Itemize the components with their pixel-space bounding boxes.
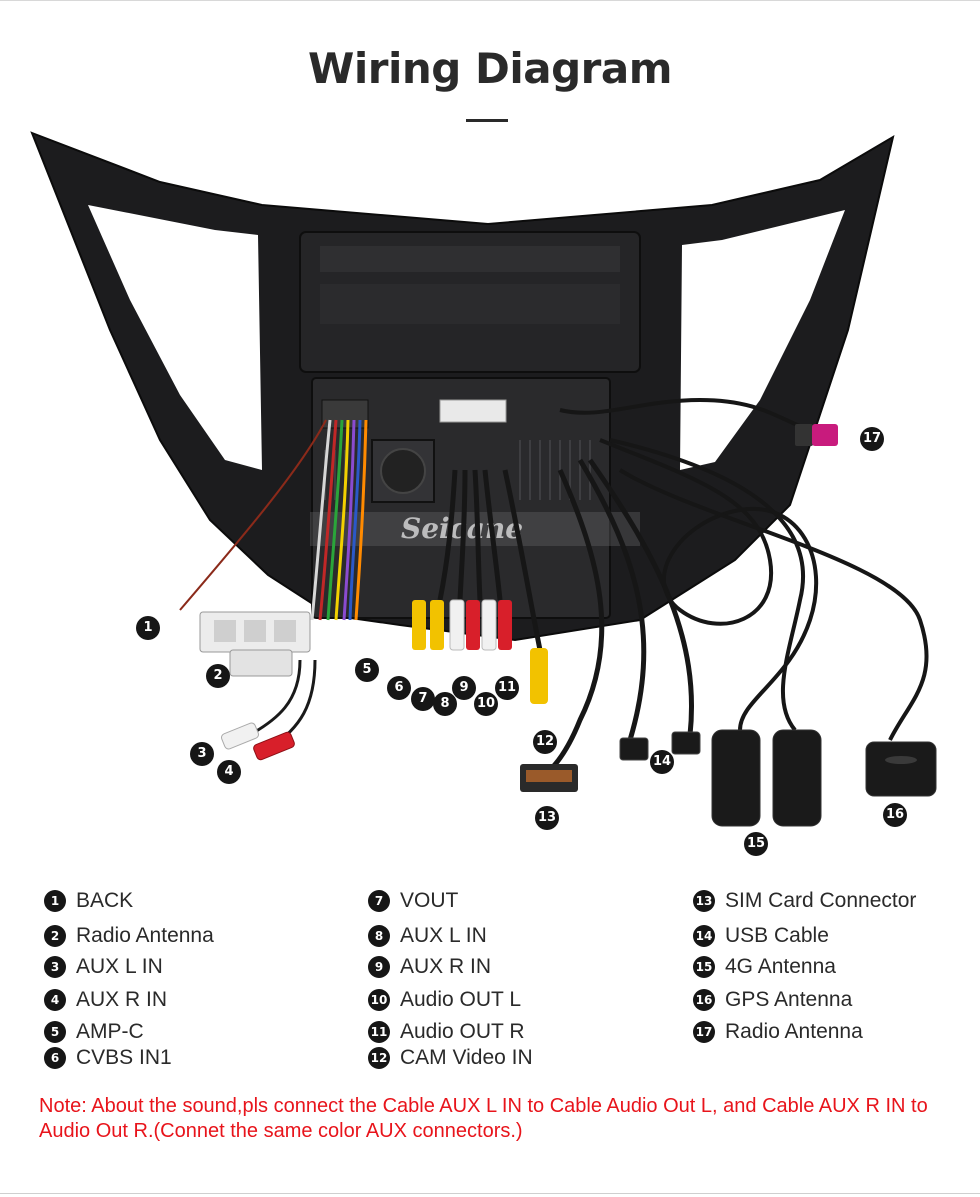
legend-label: CAM Video IN bbox=[400, 1046, 533, 1069]
legend-item: 13 SIM Card Connector bbox=[693, 887, 916, 915]
marker-1: 1 bbox=[136, 616, 160, 640]
legend-label: AUX R IN bbox=[400, 955, 492, 978]
marker-7: 7 bbox=[411, 687, 435, 711]
marker-6: 6 bbox=[387, 676, 411, 700]
legend-number: 15 bbox=[693, 956, 715, 978]
legend-number: 16 bbox=[693, 989, 715, 1011]
legend-item: 7 VOUT bbox=[368, 887, 458, 915]
rca-bundle-center bbox=[412, 469, 512, 651]
legend-item: 8 AUX L IN bbox=[368, 922, 487, 950]
legend-label: USB Cable bbox=[725, 924, 829, 947]
legend-label: Audio OUT R bbox=[400, 1020, 525, 1043]
bezel-right-window bbox=[680, 210, 845, 470]
legend-number: 3 bbox=[44, 956, 66, 978]
sim-card-connector-cable bbox=[520, 468, 605, 792]
antenna-wire-coils bbox=[559, 397, 929, 741]
unit-vent-top bbox=[320, 246, 620, 272]
legend-number: 10 bbox=[368, 989, 390, 1011]
marker-16: 16 bbox=[883, 803, 907, 827]
legend-item: 2 Radio Antenna bbox=[44, 922, 214, 950]
legend-item: 16 GPS Antenna bbox=[693, 986, 852, 1014]
legend-number: 4 bbox=[44, 989, 66, 1011]
marker-8: 8 bbox=[433, 692, 457, 716]
legend-number: 17 bbox=[693, 1021, 715, 1043]
legend-label: GPS Antenna bbox=[725, 988, 853, 1011]
marker-12: 12 bbox=[533, 730, 557, 754]
marker-3: 3 bbox=[190, 742, 214, 766]
marker-17: 17 bbox=[860, 427, 884, 451]
top-divider bbox=[0, 0, 980, 1]
legend-number: 5 bbox=[44, 1021, 66, 1043]
legend-number: 2 bbox=[44, 925, 66, 947]
legend-number: 11 bbox=[368, 1021, 390, 1043]
main-connector-port bbox=[439, 399, 507, 423]
4g-antenna-pair bbox=[711, 729, 822, 827]
legend-item: 12 CAM Video IN bbox=[368, 1044, 533, 1072]
marker-2: 2 bbox=[206, 664, 230, 688]
legend-label: SIM Card Connector bbox=[725, 889, 917, 912]
sound-connection-note: Note: About the sound,pls connect the Ca… bbox=[39, 1095, 928, 1142]
title-underline bbox=[466, 119, 508, 122]
legend-label: 4G Antenna bbox=[725, 955, 836, 978]
legend-label: CVBS IN1 bbox=[76, 1046, 172, 1069]
harness-wires bbox=[179, 419, 368, 621]
legend-label: Radio Antenna bbox=[725, 1020, 863, 1043]
legend-item: 17 Radio Antenna bbox=[693, 1018, 863, 1046]
marker-5: 5 bbox=[355, 658, 379, 682]
cam-video-cable bbox=[502, 469, 548, 704]
marker-11: 11 bbox=[495, 676, 519, 700]
wiring-diagram: Seicane bbox=[0, 130, 980, 870]
legend-item: 5 AMP-C bbox=[44, 1018, 144, 1046]
legend-number: 8 bbox=[368, 925, 390, 947]
legend-label: BACK bbox=[76, 889, 134, 912]
legend-item: 15 4G Antenna bbox=[693, 953, 836, 981]
legend-item: 14 USB Cable bbox=[693, 922, 829, 950]
page-title: Wiring Diagram bbox=[308, 44, 672, 93]
unit-vent-mid bbox=[320, 284, 620, 324]
legend-label: AMP-C bbox=[76, 1020, 144, 1043]
legend-number: 1 bbox=[44, 890, 66, 912]
bottom-divider bbox=[0, 1193, 980, 1194]
marker-13: 13 bbox=[535, 806, 559, 830]
marker-10: 10 bbox=[474, 692, 498, 716]
legend-label: AUX L IN bbox=[76, 955, 163, 978]
radio-antenna-connector bbox=[795, 424, 838, 446]
legend-item: 1 BACK bbox=[44, 887, 133, 915]
bezel-left-window bbox=[88, 205, 262, 470]
marker-9: 9 bbox=[452, 676, 476, 700]
legend-item: 3 AUX L IN bbox=[44, 953, 163, 981]
legend-label: AUX R IN bbox=[76, 988, 168, 1011]
power-harness-connector bbox=[199, 611, 311, 677]
legend-label: Radio Antenna bbox=[76, 924, 214, 947]
legend-number: 9 bbox=[368, 956, 390, 978]
legend-label: Audio OUT L bbox=[400, 988, 522, 1011]
marker-15: 15 bbox=[744, 832, 768, 856]
legend-item: 11 Audio OUT R bbox=[368, 1018, 525, 1046]
legend-item: 9 AUX R IN bbox=[368, 953, 491, 981]
legend-label: VOUT bbox=[400, 889, 459, 912]
legend-number: 13 bbox=[693, 890, 715, 912]
legend-number: 7 bbox=[368, 890, 390, 912]
legend-number: 14 bbox=[693, 925, 715, 947]
head-unit-illustration: Seicane bbox=[30, 131, 937, 827]
marker-4: 4 bbox=[217, 760, 241, 784]
legend-item: 6 CVBS IN1 bbox=[44, 1044, 172, 1072]
gps-antenna bbox=[865, 741, 937, 797]
legend-number: 6 bbox=[44, 1047, 66, 1069]
legend-item: 10 Audio OUT L bbox=[368, 986, 521, 1014]
legend-item: 4 AUX R IN bbox=[44, 986, 167, 1014]
legend-label: AUX L IN bbox=[400, 924, 487, 947]
marker-14: 14 bbox=[650, 750, 674, 774]
aux-rca-plugs-left bbox=[221, 722, 295, 761]
legend-number: 12 bbox=[368, 1047, 390, 1069]
